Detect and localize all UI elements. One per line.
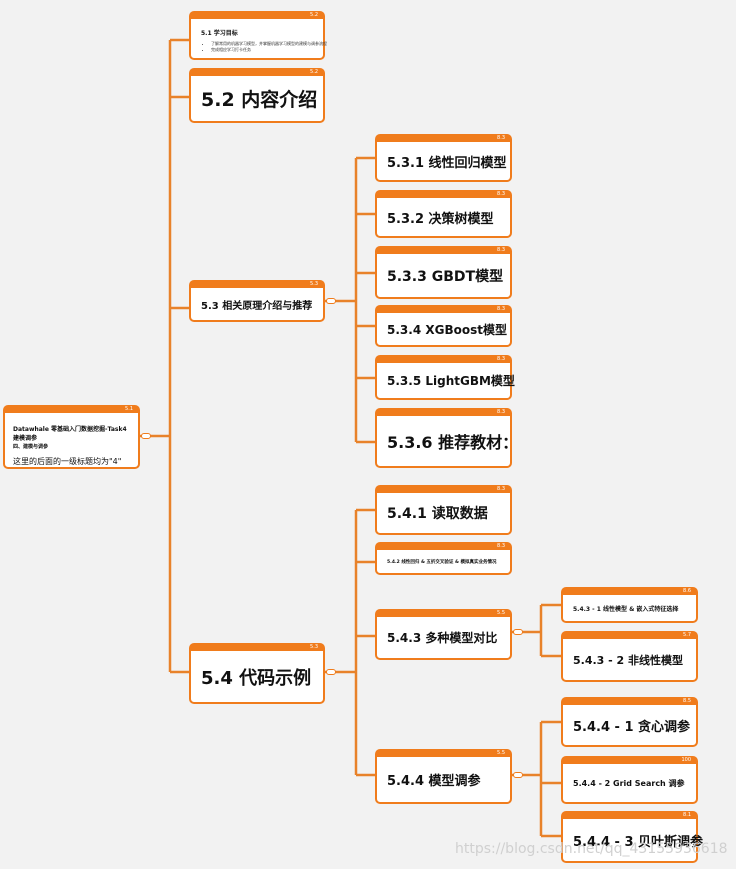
goals-node[interactable]: 5.2 5.1 学习目标 了解常用的机器学习模型，并掌握机器学习模型的建模与调参… [189,11,327,60]
root-collapse-toggle[interactable] [141,433,151,439]
node-index: 8.5 [683,698,691,704]
principle-gbdt-node[interactable]: 8.3 5.3.3 GBDT模型 [375,246,512,299]
compare-collapse-toggle[interactable] [513,629,523,635]
node-index: 8.6 [683,588,691,594]
node-label: 5.4.3 多种模型对比 [387,631,498,645]
goal-item: 完成相应学习打卡任务 [211,47,313,53]
node-label: 5.3.1 线性回归模型 [387,155,507,171]
principle-lightgbm-node[interactable]: 8.3 5.3.5 LightGBM模型 [375,355,515,400]
code-node[interactable]: 5.3 5.4 代码示例 [189,643,325,704]
principle-textbook-node[interactable]: 8.3 5.3.6 推荐教材： [375,408,518,468]
node-index: 8.1 [683,812,691,818]
node-label: 5.4.3 - 2 非线性模型 [573,653,684,667]
node-index: 8.3 [497,306,505,312]
goals-index: 5.2 [310,12,318,18]
code-index: 5.3 [310,644,318,650]
node-label: 5.4.3 - 1 线性模型 & 嵌入式特征选择 [573,605,679,613]
node-label: 5.4.4 模型调参 [387,774,481,789]
goals-list: 了解常用的机器学习模型，并掌握机器学习模型的建模与调参流程 完成相应学习打卡任务 [201,41,327,53]
node-label: 5.3.6 推荐教材： [387,433,519,452]
principles-collapse-toggle[interactable] [326,298,336,304]
tune-gridsearch-node[interactable]: 100 5.4.4 - 2 Grid Search 调参 [561,756,698,804]
node-index: 5.5 [497,610,505,616]
code-cv-node[interactable]: 8.3 5.4.2 线性回归 & 五折交叉验证 & 模拟真实业务情况 [375,542,512,575]
tune-greedy-node[interactable]: 8.5 5.4.4 - 1 贪心调参 [561,697,698,747]
root-index: 5.1 [125,406,133,412]
intro-label: 5.2 内容介绍 [201,89,318,111]
compare-linear-node[interactable]: 8.6 5.4.3 - 1 线性模型 & 嵌入式特征选择 [561,587,698,623]
compare-nonlinear-node[interactable]: 5.7 5.4.3 - 2 非线性模型 [561,631,698,682]
code-label: 5.4 代码示例 [201,667,312,689]
node-label: 5.3.4 XGBoost模型 [387,322,507,337]
node-label: 5.4.4 - 1 贪心调参 [573,719,691,735]
watermark-text: https://blog.csdn.net/qq_43155936618 [455,841,728,857]
principles-label: 5.3 相关原理介绍与推荐 [201,300,313,312]
code-compare-node[interactable]: 5.5 5.4.3 多种模型对比 [375,609,512,660]
tune-bayes-node[interactable]: 8.1 5.4.4 - 3 贝叶斯调参 [561,811,703,863]
node-index: 8.3 [497,356,505,362]
tune-collapse-toggle[interactable] [513,772,523,778]
node-label: 5.3.3 GBDT模型 [387,268,504,285]
code-tune-node[interactable]: 5.5 5.4.4 模型调参 [375,749,512,804]
node-index: 8.3 [497,409,505,415]
node-label: 5.4.2 线性回归 & 五折交叉验证 & 模拟真实业务情况 [387,559,497,565]
code-collapse-toggle[interactable] [326,669,336,675]
node-label: 5.4.1 读取数据 [387,506,488,522]
node-index: 8.3 [497,247,505,253]
root-subtitle: 四、建模与调参 [13,444,49,450]
node-index: 5.5 [497,750,505,756]
intro-index: 5.2 [310,69,318,75]
node-index: 8.3 [497,191,505,197]
node-index: 100 [681,757,691,763]
node-label: 5.3.5 LightGBM模型 [387,374,515,388]
principle-tree-node[interactable]: 8.3 5.3.2 决策树模型 [375,190,512,238]
code-read-node[interactable]: 8.3 5.4.1 读取数据 [375,485,512,535]
root-topic-node[interactable]: 5.1 Datawhale 零基础入门数据挖掘-Task4 建模调参 四、建模与… [3,405,140,469]
node-label: 5.3.2 决策树模型 [387,211,494,227]
principles-node[interactable]: 5.3 5.3 相关原理介绍与推荐 [189,280,325,322]
node-index: 8.3 [497,543,505,549]
node-label: 5.4.4 - 2 Grid Search 调参 [573,778,685,788]
node-index: 5.7 [683,632,691,638]
goal-item: 了解常用的机器学习模型，并掌握机器学习模型的建模与调参流程 [211,41,327,47]
root-title: Datawhale 零基础入门数据挖掘-Task4 建模调参 [13,426,127,442]
principles-index: 5.3 [310,281,318,287]
principle-xgboost-node[interactable]: 8.3 5.3.4 XGBoost模型 [375,305,512,347]
root-note: 这里的后面的一级标题均为"4" [13,457,122,466]
goals-title: 5.1 学习目标 [201,30,238,37]
principle-linear-node[interactable]: 8.3 5.3.1 线性回归模型 [375,134,512,182]
intro-node[interactable]: 5.2 5.2 内容介绍 [189,68,325,123]
node-index: 8.3 [497,486,505,492]
node-label: 5.4.4 - 3 贝叶斯调参 [573,834,704,850]
node-index: 8.3 [497,135,505,141]
